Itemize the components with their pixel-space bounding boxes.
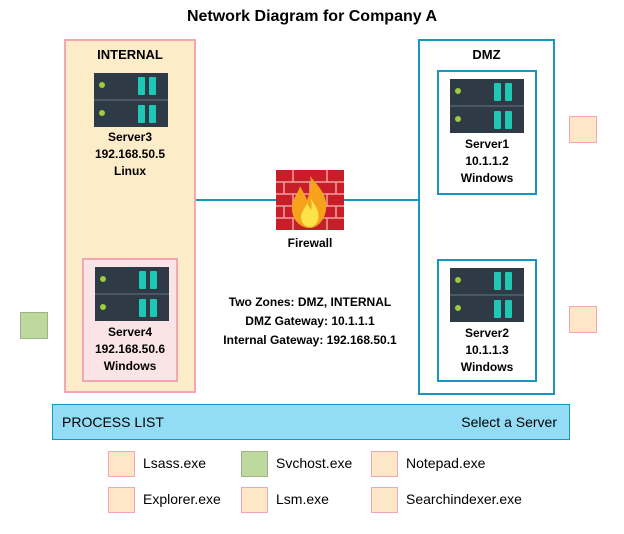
server3-ip: 192.168.50.5 <box>94 147 166 161</box>
process-label: Searchindexer.exe <box>406 491 522 507</box>
info-zones: Two Zones: DMZ, INTERNAL <box>228 295 392 309</box>
server3-name: Server3 <box>107 130 153 144</box>
server-icon <box>450 79 524 133</box>
process-label: Lsm.exe <box>276 491 329 507</box>
process-item-lsm[interactable]: Lsm.exe <box>241 487 371 515</box>
diagram-title: Network Diagram for Company A <box>186 8 438 25</box>
server1-name: Server1 <box>464 137 510 151</box>
server4-name: Server4 <box>107 325 153 339</box>
server4-os: Windows <box>103 359 157 373</box>
process-item-lsass[interactable]: Lsass.exe <box>108 451 238 479</box>
process-checkbox[interactable] <box>371 487 398 513</box>
dmz-zone-label: DMZ <box>472 47 501 62</box>
link-firewall-dmz <box>344 199 418 201</box>
process-item-explorer[interactable]: Explorer.exe <box>108 487 238 515</box>
process-checkbox[interactable] <box>108 451 135 477</box>
process-checkbox[interactable] <box>108 487 135 513</box>
firewall-icon <box>276 170 344 230</box>
process-label: Notepad.exe <box>406 455 486 471</box>
process-item-notepad[interactable]: Notepad.exe <box>371 451 511 479</box>
process-checkbox[interactable] <box>241 451 268 477</box>
process-label: Explorer.exe <box>143 491 221 507</box>
process-list-hint: Select a Server <box>461 414 557 430</box>
info-internal-gateway: Internal Gateway: 192.168.50.1 <box>223 333 397 347</box>
firewall-node[interactable] <box>276 170 344 235</box>
server2-os: Windows <box>460 360 514 374</box>
server3-os: Linux <box>114 164 146 178</box>
process-item-searchindexer[interactable]: Searchindexer.exe <box>371 487 551 515</box>
server-icon <box>450 268 524 322</box>
server2-ip: 10.1.1.3 <box>465 343 509 357</box>
firewall-label: Firewall <box>287 236 333 250</box>
process-checkbox[interactable] <box>371 451 398 477</box>
drop-slot-server4[interactable] <box>20 312 48 339</box>
process-list-title: PROCESS LIST <box>62 414 164 430</box>
server3-label: Server3 192.168.50.5 Linux <box>64 129 196 180</box>
server2-name: Server2 <box>464 326 510 340</box>
server1-node[interactable]: Server1 10.1.1.2 Windows <box>437 70 537 195</box>
drop-slot-server2[interactable] <box>569 306 597 333</box>
server2-node[interactable]: Server2 10.1.1.3 Windows <box>437 259 537 382</box>
server4-ip: 192.168.50.6 <box>94 342 166 356</box>
server4-node[interactable]: Server4 192.168.50.6 Windows <box>82 258 178 382</box>
process-label: Svchost.exe <box>276 455 353 471</box>
server1-ip: 10.1.1.2 <box>465 154 509 168</box>
link-internal-firewall <box>196 199 276 201</box>
process-item-svchost[interactable]: Svchost.exe <box>241 451 371 479</box>
network-info: Two Zones: DMZ, INTERNAL DMZ Gateway: 10… <box>210 293 410 350</box>
server-icon <box>94 73 168 127</box>
drop-slot-server1[interactable] <box>569 116 597 143</box>
process-checkbox[interactable] <box>241 487 268 513</box>
server-icon <box>95 267 169 321</box>
process-list-bar: PROCESS LIST Select a Server <box>52 404 570 440</box>
internal-zone-label: INTERNAL <box>97 47 163 62</box>
process-label: Lsass.exe <box>143 455 207 471</box>
server1-os: Windows <box>460 171 514 185</box>
server3-node[interactable] <box>94 73 168 132</box>
info-dmz-gateway: DMZ Gateway: 10.1.1.1 <box>245 314 375 328</box>
